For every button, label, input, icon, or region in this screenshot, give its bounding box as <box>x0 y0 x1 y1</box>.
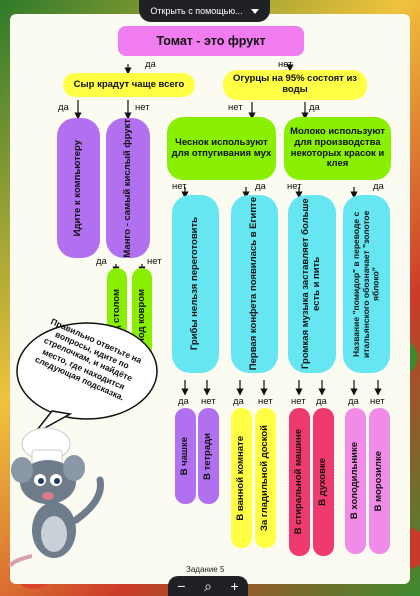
edge-label-yes: да <box>145 59 156 70</box>
edge-label-yes: да <box>255 181 266 192</box>
edge-label-yes: да <box>309 102 320 113</box>
edge-label-no: нет <box>291 396 306 407</box>
statement-loud-music-text: Громкая музыка заставляет больше есть и … <box>300 198 322 370</box>
statement-mango: Манго - самый кислый фрукт <box>106 118 150 258</box>
edge-label-yes: да <box>373 181 384 192</box>
answer-in-freezer: В морозилке <box>369 408 390 554</box>
edge-label-yes: да <box>96 256 107 267</box>
root-statement: Томат - это фрукт <box>118 26 304 56</box>
statement-loud-music: Громкая музыка заставляет больше есть и … <box>288 195 336 373</box>
statement-mushrooms: Грибы нельзя переготовить <box>172 195 219 373</box>
edge-label-no: нет <box>135 102 150 113</box>
edge-label-yes: да <box>316 396 327 407</box>
instruction-go-to-computer-text: Идите к компьютеру <box>72 139 84 237</box>
answer-in-washing-machine: В стиральной машине <box>289 408 310 556</box>
answer-in-washing-machine-text: В стиральной машине <box>293 429 305 535</box>
root-statement-text: Томат - это фрукт <box>156 33 266 48</box>
statement-mango-text: Манго - самый кислый фрукт <box>121 118 133 258</box>
zoom-in-icon[interactable]: + <box>230 578 239 594</box>
answer-in-cup: В чашке <box>175 408 196 504</box>
zoom-search-icon[interactable]: ⌕ <box>204 577 212 594</box>
open-with-label: Открыть с помощью... <box>150 6 243 16</box>
edge-label-yes: да <box>233 396 244 407</box>
answer-behind-ironing-board: За гладильной доской <box>255 408 276 548</box>
zoom-out-icon[interactable]: − <box>177 578 186 594</box>
answer-in-cup-text: В чашке <box>179 436 191 476</box>
chef-rat-illustration <box>8 427 104 568</box>
edge-label-no: нет <box>172 181 187 192</box>
answer-in-notebook-text: В тетради <box>202 432 214 480</box>
answer-in-bathroom: В ванной комнате <box>231 408 252 548</box>
edge-label-no: нет <box>201 396 216 407</box>
answer-in-bathroom-text: В ванной комнате <box>235 435 247 521</box>
statement-first-candy: Первая конфета появилась в Египте <box>231 195 278 373</box>
answer-in-freezer-text: В морозилке <box>373 450 385 512</box>
viewer-zoom-bar: − ⌕ + <box>168 576 248 596</box>
statement-milk: Молоко используют для производства некот… <box>284 117 391 180</box>
task-footer: Задание 5 <box>186 565 225 574</box>
edge-label-yes: да <box>178 396 189 407</box>
edge-label-no: нет <box>147 256 162 267</box>
edge-label-no: нет <box>287 181 302 192</box>
edge-label-no: нет <box>278 59 293 70</box>
statement-garlic-text: Чеснок используют для отпугивания мух <box>171 136 272 159</box>
statement-cucumbers: Огурцы на 95% состоят из воды <box>223 70 367 100</box>
answer-in-fridge: В холодильнике <box>345 408 366 554</box>
edge-label-no: нет <box>370 396 385 407</box>
instruction-go-to-computer: Идите к компьютеру <box>57 118 100 258</box>
statement-pomodoro-text: Название "помидор" в переводе с итальянс… <box>350 210 381 358</box>
chevron-down-icon[interactable] <box>250 8 259 14</box>
statement-pomodoro: Название "помидор" в переводе с итальянс… <box>343 195 390 373</box>
answer-in-oven: В духовке <box>313 408 334 556</box>
edge-label-yes: да <box>58 102 69 113</box>
answer-behind-ironing-board-text: За гладильной доской <box>259 425 271 531</box>
edge-label-yes: да <box>348 396 359 407</box>
answer-in-oven-text: В духовке <box>317 458 329 506</box>
statement-cucumbers-text: Огурцы на 95% состоят из воды <box>232 73 358 95</box>
edge-label-no: нет <box>258 396 273 407</box>
statement-cheese: Сыр крадут чаще всего <box>63 73 195 97</box>
statement-first-candy-text: Первая конфета появилась в Египте <box>248 197 260 371</box>
statement-cheese-text: Сыр крадут чаще всего <box>73 78 185 90</box>
statement-garlic: Чеснок используют для отпугивания мух <box>167 117 276 180</box>
statement-mushrooms-text: Грибы нельзя переготовить <box>189 217 201 351</box>
answer-in-fridge-text: В холодильнике <box>349 442 361 520</box>
statement-milk-text: Молоко используют для производства некот… <box>290 125 385 170</box>
open-with-toolbar[interactable]: Открыть с помощью... <box>139 0 270 22</box>
edge-label-no: нет <box>228 102 243 113</box>
answer-in-notebook: В тетради <box>198 408 219 504</box>
